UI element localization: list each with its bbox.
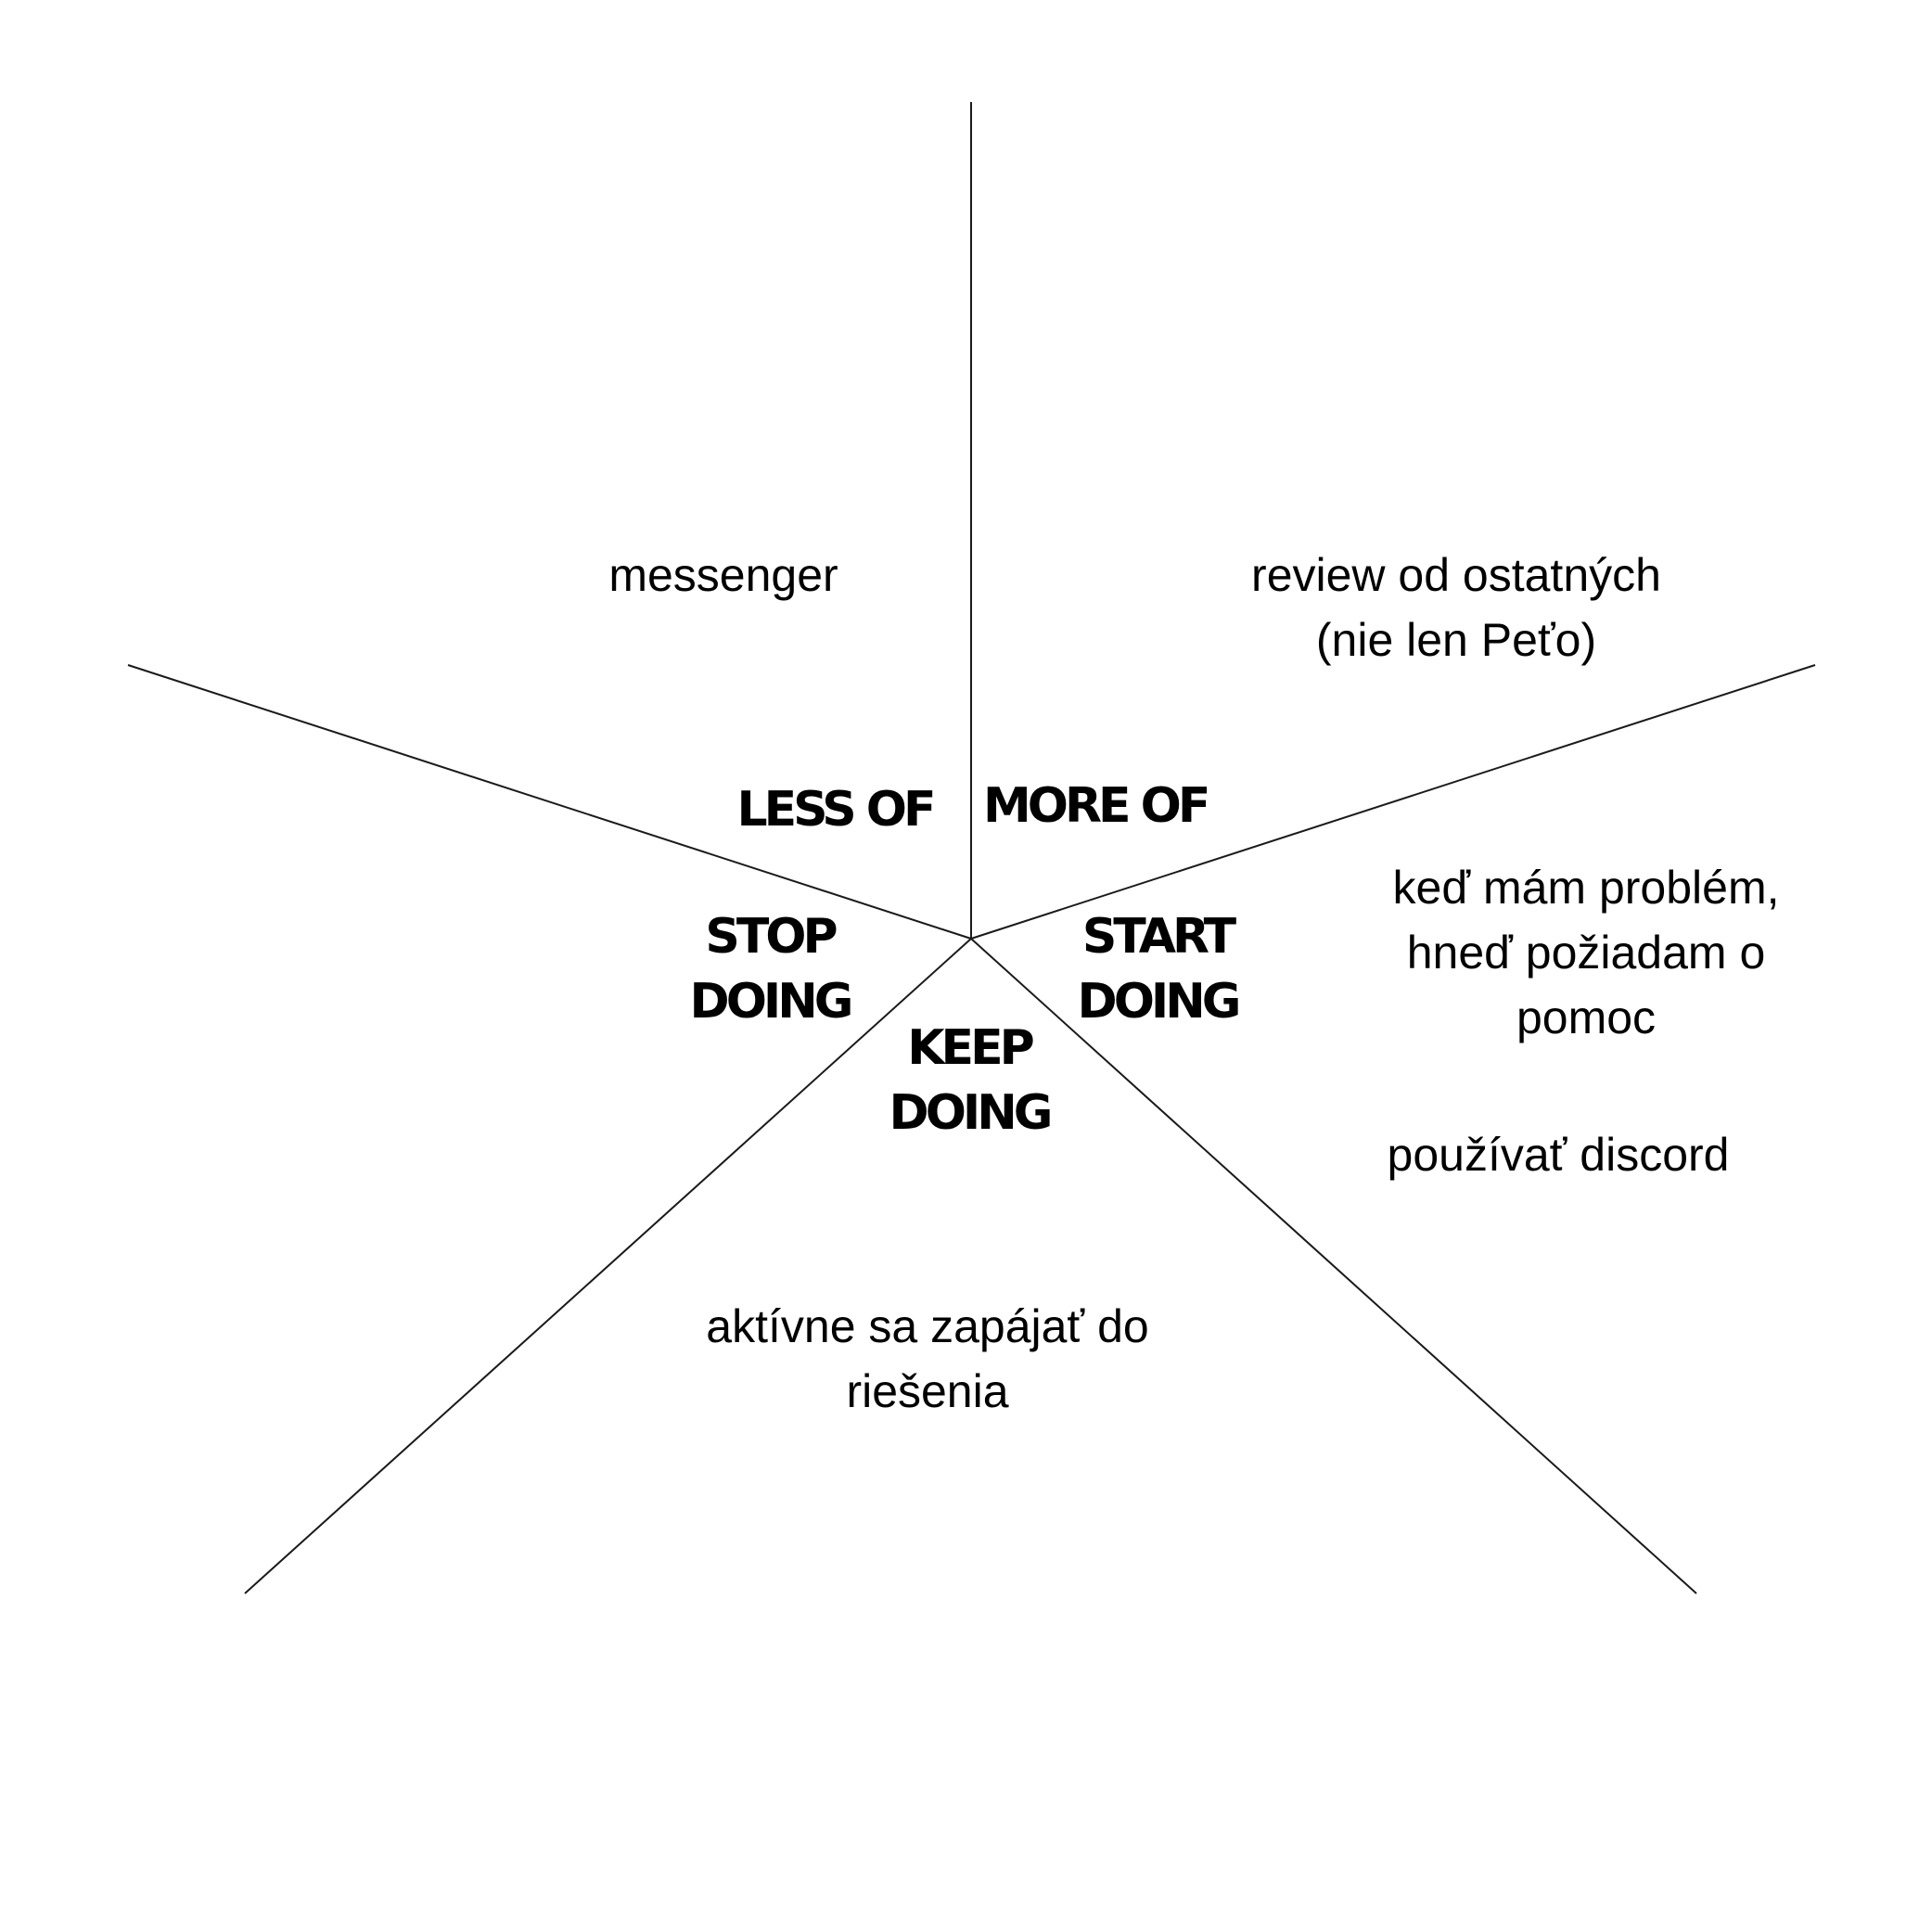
sector-label-more-of: MORE OF xyxy=(983,774,1210,838)
sector-label-stop-doing: STOP DOING xyxy=(677,904,863,1034)
less-of-note: messenger xyxy=(557,543,890,608)
keep-doing-label-line-2: DOING xyxy=(889,1085,1054,1141)
start-doing-note: keď mám problém, hneď požiadam o pomoc xyxy=(1345,855,1827,1050)
more-of-note: review od ostatných (nie len Peťo) xyxy=(1196,543,1716,672)
keep-doing-label-line-1: KEEP xyxy=(907,1020,1034,1076)
sector-label-keep-doing: KEEP DOING xyxy=(876,1016,1062,1145)
less-of-note-line-1: messenger xyxy=(608,549,838,601)
more-of-note-line-1: review od ostatných xyxy=(1251,549,1661,601)
stop-doing-label-line-1: STOP xyxy=(705,909,838,965)
start-doing-note-line-1: keď mám problém, xyxy=(1392,862,1780,914)
less-of-label: LESS OF xyxy=(736,782,936,838)
start-doing-note-extra: používať discord xyxy=(1336,1122,1781,1187)
start-doing-note-line-2: hneď požiadam o xyxy=(1406,927,1766,979)
sector-label-less-of: LESS OF xyxy=(723,777,946,842)
keep-doing-note-line-2: riešenia xyxy=(846,1365,1009,1417)
stop-doing-label-line-2: DOING xyxy=(689,974,854,1030)
start-doing-label-line-2: DOING xyxy=(1077,974,1242,1030)
more-of-note-line-2: (nie len Peťo) xyxy=(1315,614,1597,666)
sector-label-start-doing: START DOING xyxy=(1065,904,1250,1034)
more-of-label: MORE OF xyxy=(983,778,1210,834)
divider-upper-right xyxy=(970,664,1816,940)
divider-lower-right xyxy=(970,938,1697,1594)
start-doing-note-line-3: pomoc xyxy=(1516,992,1657,1043)
divider-lower-left xyxy=(244,938,972,1594)
start-doing-label-line-1: START xyxy=(1081,909,1236,965)
keep-doing-note: aktívne sa zapájať do riešenia xyxy=(649,1294,1206,1424)
keep-doing-note-line-1: aktívne sa zapájať do xyxy=(706,1300,1149,1352)
divider-upper-left xyxy=(127,664,972,940)
start-doing-note-extra-line: používať discord xyxy=(1387,1129,1730,1181)
